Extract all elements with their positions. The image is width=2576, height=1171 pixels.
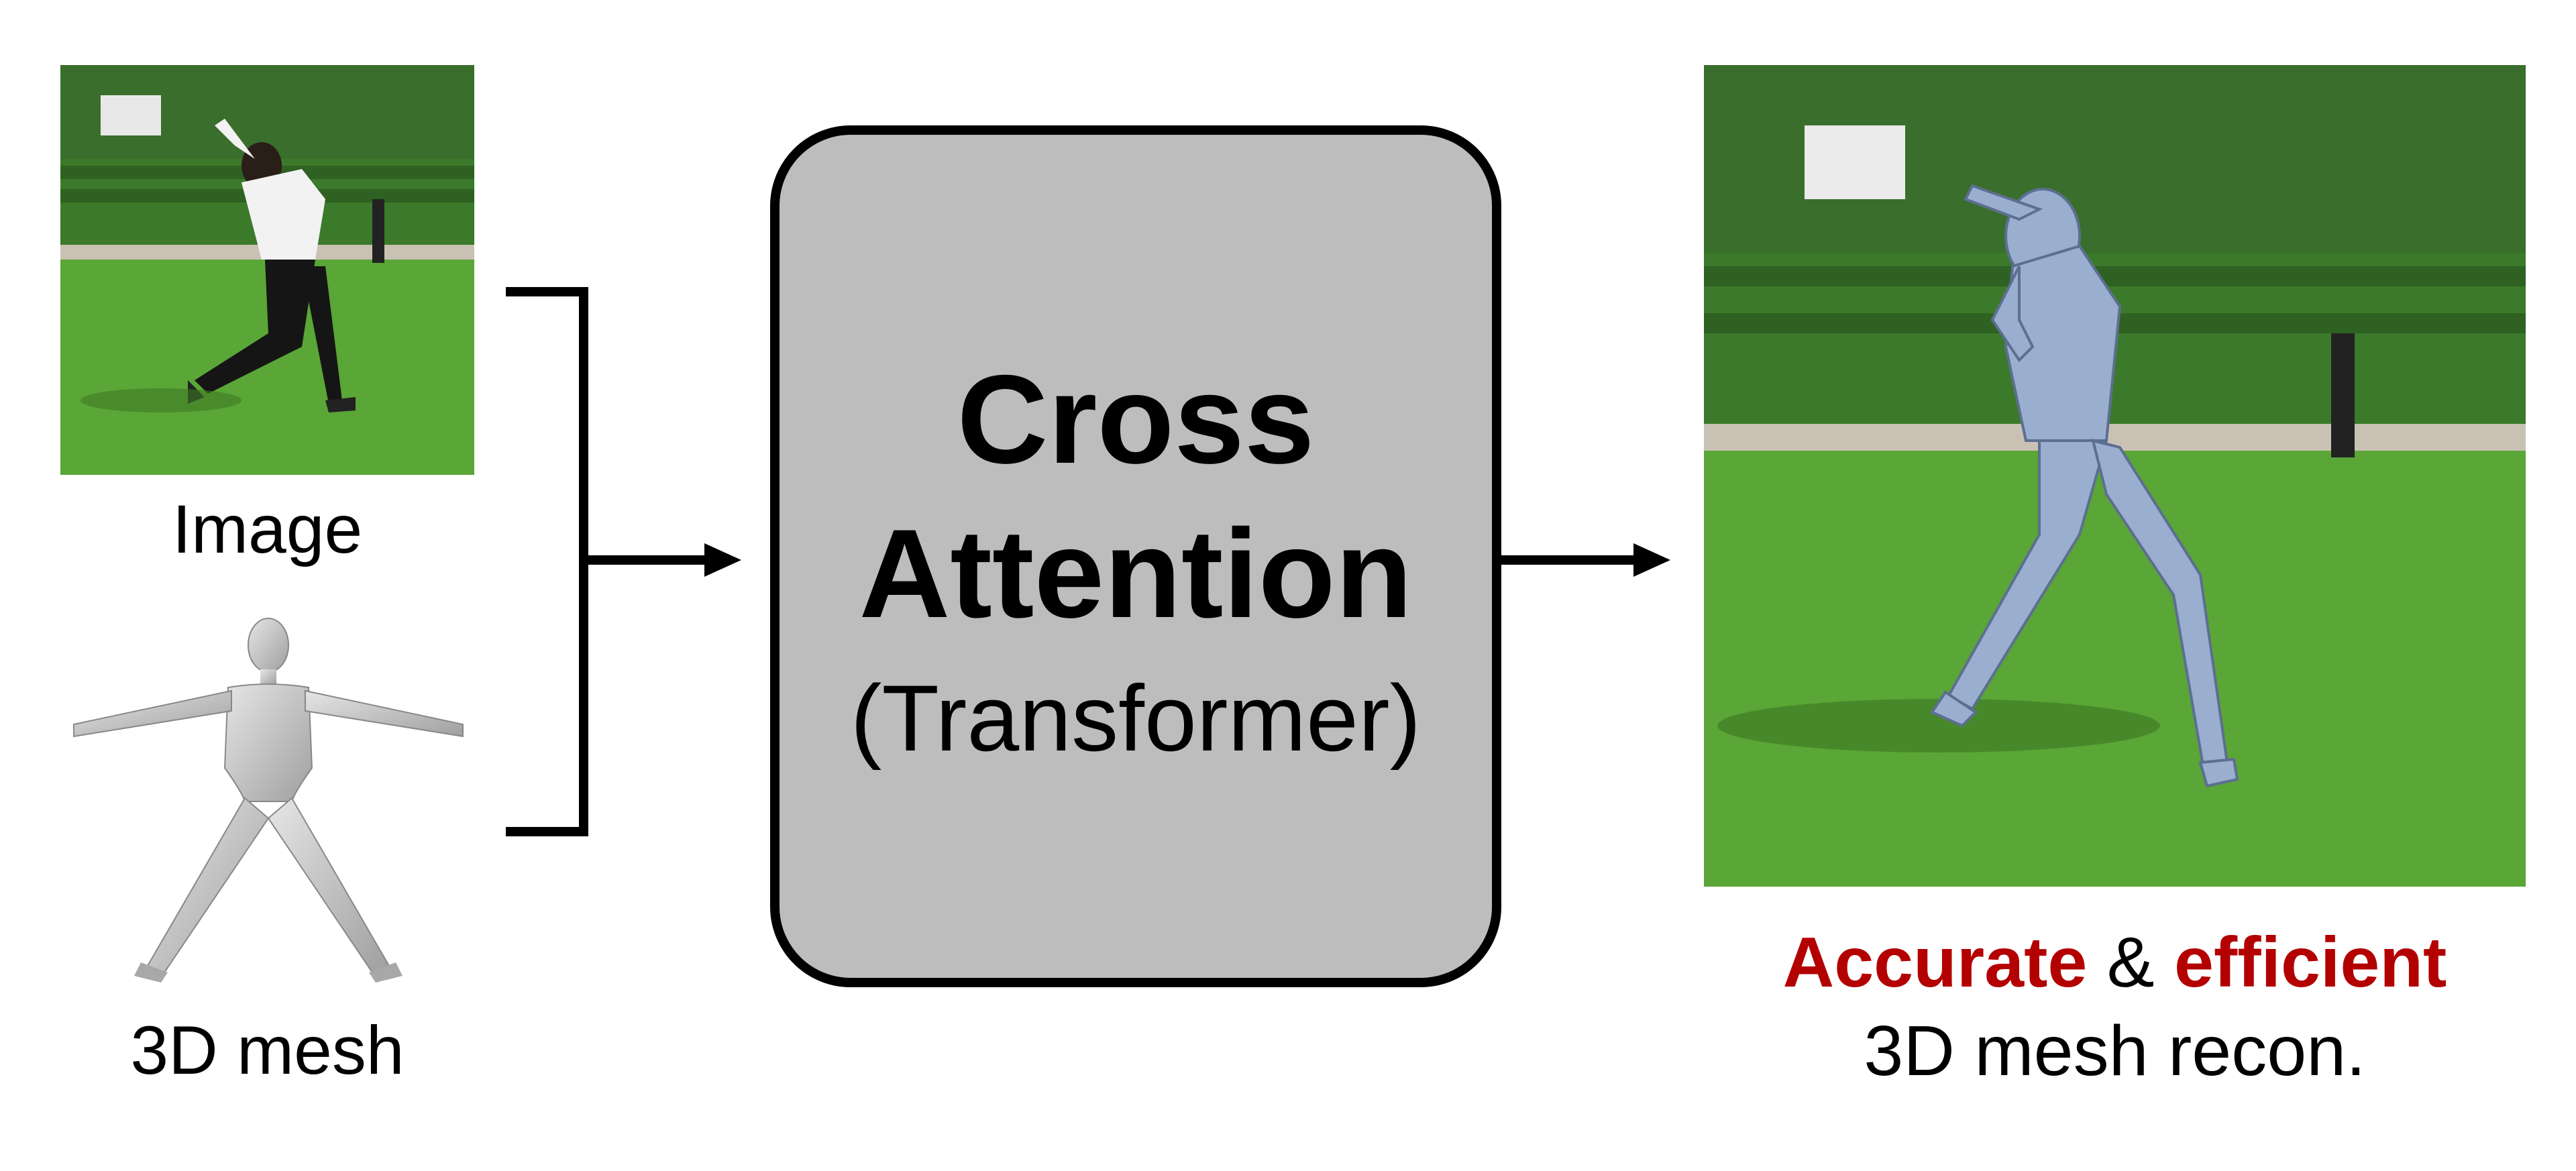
input-photo (60, 65, 474, 475)
template-mesh-graphic (73, 618, 464, 983)
efficient-highlight: efficient (2174, 923, 2447, 1002)
input-photo-graphic (60, 65, 474, 475)
input-bracket (506, 287, 588, 836)
accurate-highlight: Accurate (1782, 923, 2088, 1002)
output-reconstruction-photo (1704, 65, 2526, 887)
box-subtitle: (Transformer) (850, 665, 1421, 771)
box-title-line2: Attention (859, 503, 1413, 644)
result-caption-line1: Accurate & efficient (1637, 927, 2576, 998)
mesh-caption: 3D mesh (130, 1012, 405, 1089)
arrow-to-transformer (584, 543, 741, 577)
output-photo-graphic (1704, 65, 2526, 887)
result-caption-line2: 3D mesh recon. (1864, 1011, 2366, 1091)
template-mesh (67, 617, 470, 993)
image-caption: Image (172, 491, 363, 567)
box-title-line1: Cross (957, 349, 1315, 490)
arrow-to-output (1499, 543, 1670, 577)
cross-attention-transformer-box: Cross Attention (Transformer) (770, 125, 1501, 987)
ampersand: & (2106, 923, 2155, 1002)
